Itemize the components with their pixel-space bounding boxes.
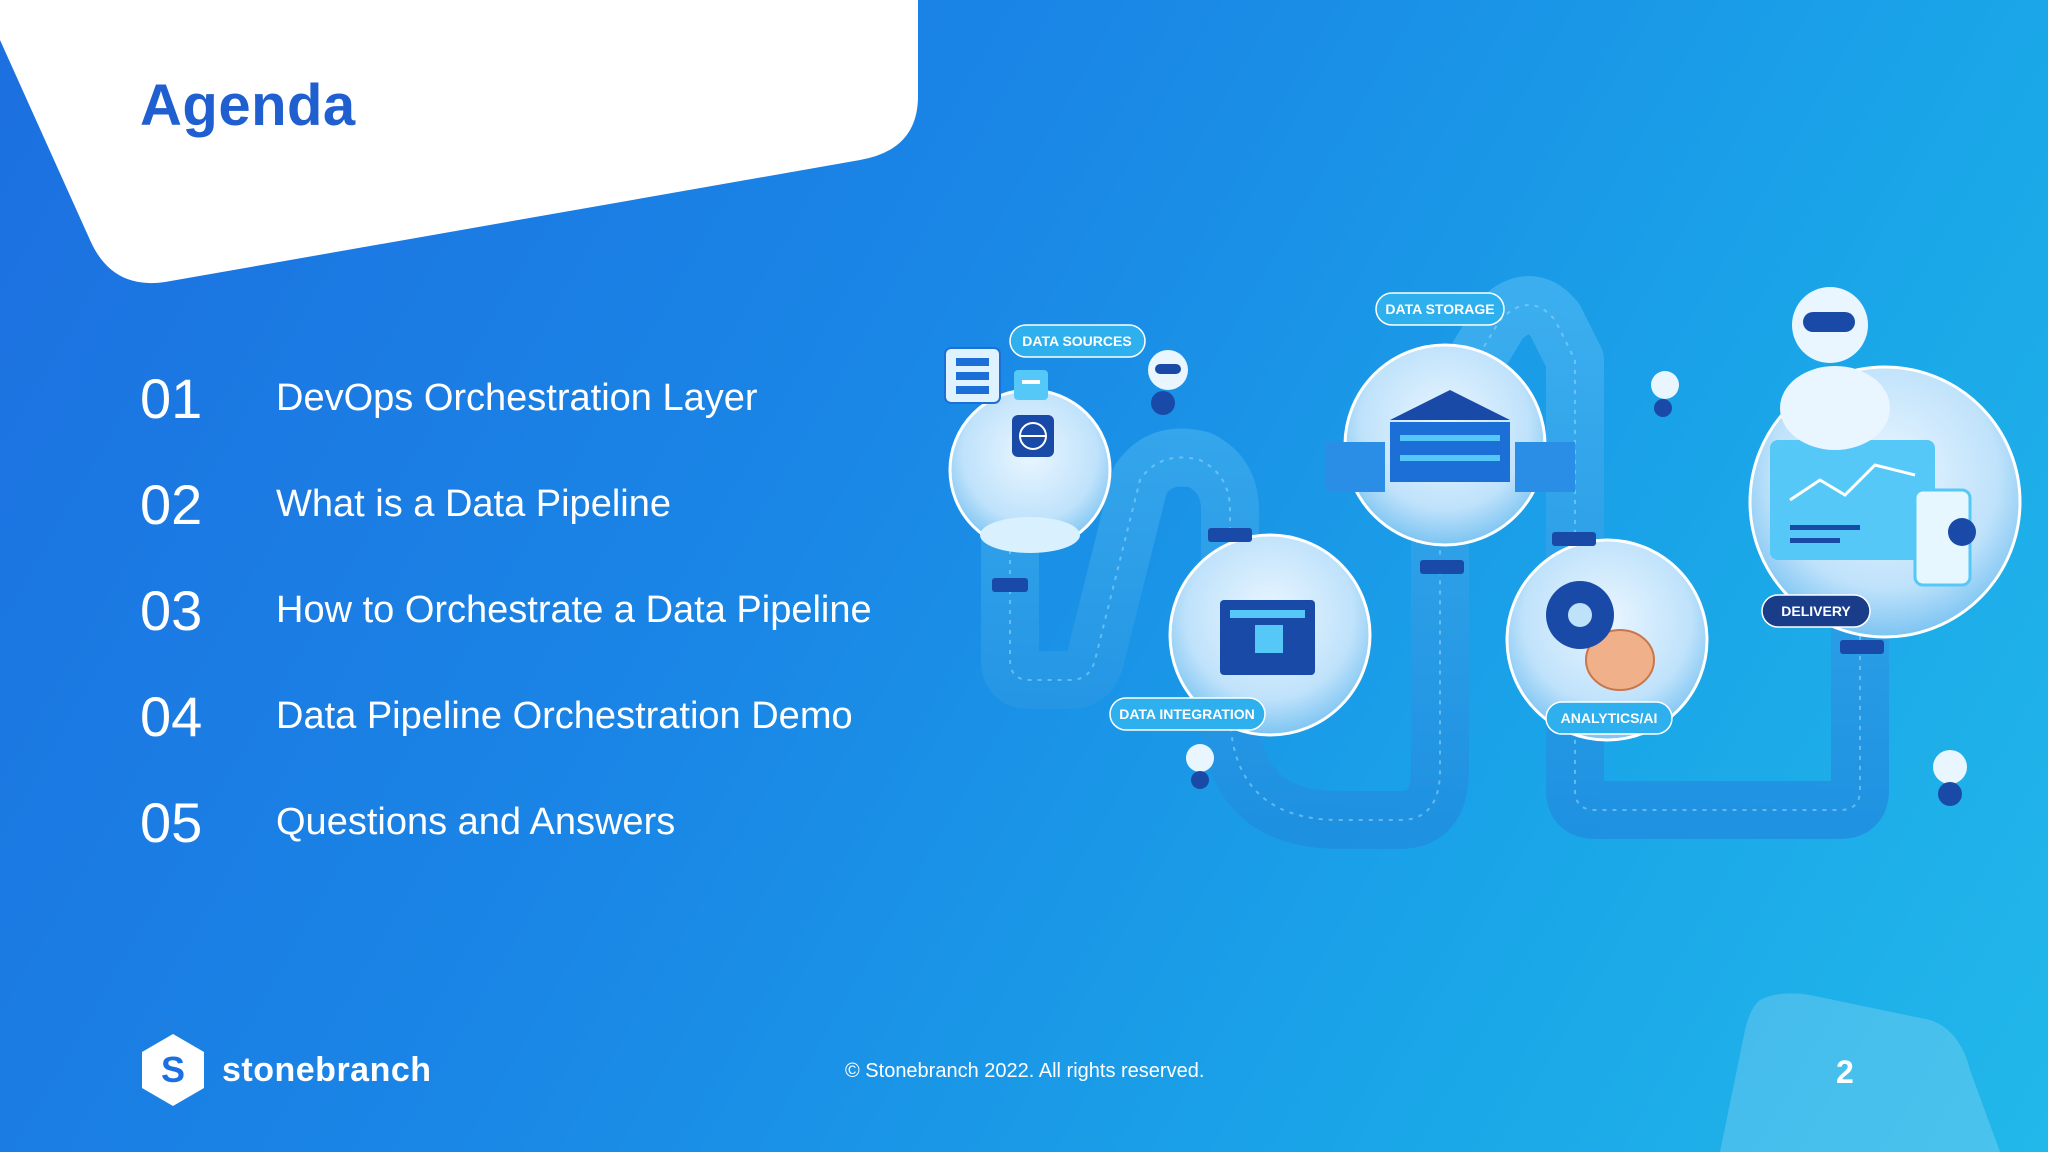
agenda-label: Questions and Answers [276,800,676,843]
robot-icon [1933,750,1967,806]
pipeline-path [981,276,1889,849]
robot-icon [1651,371,1679,417]
svg-text:ANALYTICS/AI: ANALYTICS/AI [1561,710,1658,726]
svg-text:S: S [161,1049,185,1090]
agenda-label: What is a Data Pipeline [276,482,671,525]
robot-icon [1148,350,1188,415]
svg-text:DELIVERY: DELIVERY [1781,603,1851,619]
agenda-number: 02 [140,472,203,536]
tag-data-integration: DATA INTEGRATION [1109,697,1266,731]
agenda-label: DevOps Orchestration Layer [276,376,758,419]
data-integration-server-icon [1220,600,1315,675]
tag-data-storage: DATA STORAGE [1375,292,1505,326]
data-pipeline-illustration: DATA SOURCES DATA STORAGE DATA INTEGRATI… [944,276,2022,849]
tag-delivery: DELIVERY [1761,594,1871,628]
cloud-icon [980,517,1080,553]
brain-icon [1585,629,1655,691]
agenda-number: 05 [140,790,203,854]
robot-icon [1780,287,1890,450]
data-storage-servers-icon [1325,390,1575,492]
globe-icon [1012,415,1054,457]
tag-analytics-ai: ANALYTICS/AI [1545,701,1673,735]
agenda-item: 05 Questions and Answers [140,769,900,875]
agenda-item: 01 DevOps Orchestration Layer [140,345,900,451]
dashboard-icon [1770,440,1976,587]
agenda-item: 02 What is a Data Pipeline [140,451,900,557]
page-number-shape [1720,993,2000,1152]
tag-data-sources: DATA SOURCES [1009,324,1146,358]
svg-text:DATA STORAGE: DATA STORAGE [1385,301,1494,317]
server-icon [944,347,1001,404]
svg-text:DATA SOURCES: DATA SOURCES [1022,333,1131,349]
robot-icon [1186,744,1214,789]
agenda-label: Data Pipeline Orchestration Demo [276,694,853,737]
stonebranch-logo: S stonebranch [140,1032,432,1108]
chat-icon [1014,370,1048,400]
slide-title: Agenda [140,73,356,138]
copyright-text: © Stonebranch 2022. All rights reserved. [845,1060,1205,1082]
agenda-number: 03 [140,578,203,642]
svg-text:DATA INTEGRATION: DATA INTEGRATION [1119,706,1255,722]
agenda-label: How to Orchestrate a Data Pipeline [276,588,872,631]
agenda-number: 04 [140,684,203,748]
agenda-item: 03 How to Orchestrate a Data Pipeline [140,557,900,663]
agenda-item: 04 Data Pipeline Orchestration Demo [140,663,900,769]
logo-text: stonebranch [222,1050,432,1089]
page-number: 2 [1836,1054,1854,1090]
gear-icon [1546,581,1614,649]
stonebranch-logo-icon: S [142,1034,204,1106]
pipe-joints [992,528,1884,654]
agenda-number: 01 [140,366,203,430]
agenda-list: 01 DevOps Orchestration Layer 02 What is… [140,345,900,875]
